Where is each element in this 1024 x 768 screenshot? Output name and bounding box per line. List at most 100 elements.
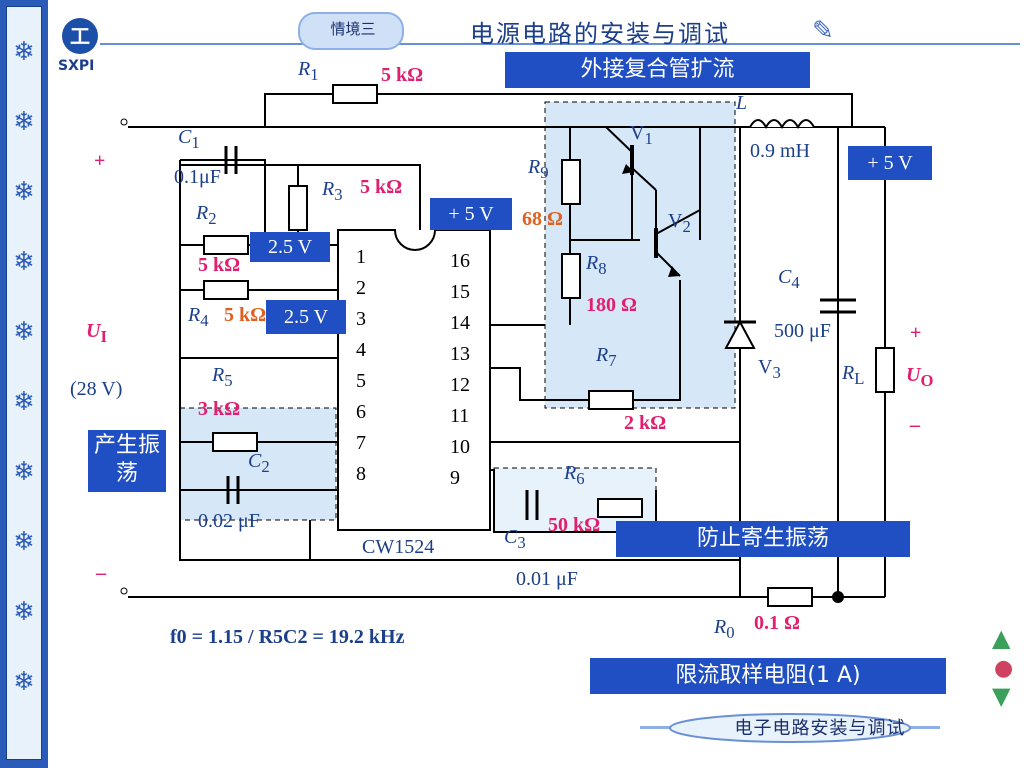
footer-banner — [640, 713, 940, 743]
v3-diode — [724, 319, 756, 349]
inductor-coil — [749, 119, 815, 130]
snowflake-icon: ❄ — [13, 247, 35, 277]
c1-wire — [180, 159, 266, 240]
v1-emitter-lead — [631, 167, 657, 191]
inductor-value: 0.9 mH — [750, 140, 810, 162]
snowflake-icon: ❄ — [13, 527, 35, 557]
c2-label: C2 — [248, 450, 270, 476]
v1-label: V1 — [630, 122, 653, 148]
r2-label: R2 — [196, 202, 217, 228]
r9-value: 68 Ω — [522, 208, 564, 230]
r4-resistor — [203, 280, 249, 300]
rl-label: RL — [842, 362, 865, 388]
r2-resistor — [203, 235, 249, 255]
plus5v-top-box: + 5 V — [430, 198, 512, 230]
c1-label: C1 — [178, 126, 200, 152]
header-divider — [100, 43, 1020, 45]
r4-value: 5 kΩ — [224, 304, 267, 326]
r3-resistor — [288, 185, 308, 231]
footer-label: 电子电路安装与调试 — [734, 718, 906, 739]
v2-emitter-arrow — [668, 266, 680, 277]
ground-terminal — [120, 587, 128, 595]
r1-wire — [264, 93, 853, 127]
input-label: UI — [86, 320, 107, 346]
r6-value: 50 kΩ — [548, 514, 601, 536]
r0-label: R0 — [714, 616, 735, 642]
logo-text: SXPI — [58, 58, 95, 74]
v25-box-a: 2.5 V — [250, 232, 330, 262]
r0-resistor — [767, 587, 813, 607]
input-value: (28 V) — [70, 378, 123, 400]
r5-resistor — [212, 432, 258, 452]
v2-label: V2 — [668, 210, 691, 236]
r1-label: R1 — [298, 58, 319, 84]
v3-label: V3 — [758, 356, 781, 382]
oscillator-region — [179, 407, 337, 521]
snowflake-icon: ❄ — [13, 387, 35, 417]
oscillation-banner: 产生振荡 — [88, 430, 166, 492]
inductor-label: L — [736, 92, 748, 114]
snowflake-icon: ❄ — [13, 457, 35, 487]
r6-label: R6 — [564, 462, 585, 488]
snowflake-icon: ❄ — [13, 37, 35, 67]
nav-up-icon[interactable]: ▲ — [992, 624, 1011, 652]
r1-value: 5 kΩ — [381, 64, 424, 86]
rl-resistor — [875, 347, 895, 393]
pin12-wire — [490, 367, 595, 401]
section-pill — [298, 12, 404, 50]
v1-collector-lead — [605, 126, 633, 153]
sampling-resistor-banner: 限流取样电阻(1 A) — [590, 658, 946, 694]
external-transistor-banner: 外接复合管扩流 — [505, 52, 810, 88]
ground-junction — [832, 591, 844, 603]
r3-value: 5 kΩ — [360, 176, 403, 198]
r7-wire — [625, 280, 681, 401]
r0-value: 0.1 Ω — [754, 612, 801, 634]
r9-resistor — [561, 159, 581, 205]
page-title: 电源电路的安装与调试 — [470, 20, 730, 48]
r3-wire — [180, 164, 421, 230]
v2-collector-lead — [655, 209, 701, 235]
r1-resistor — [332, 84, 378, 104]
pin9-wire — [490, 469, 656, 533]
snowflake-icon: ❄ — [13, 317, 35, 347]
r7-resistor — [588, 390, 634, 410]
r3-label: R3 — [322, 178, 343, 204]
c3-value: 0.01 μF — [516, 568, 578, 590]
frequency-formula: f0 = 1.15 / R5C2 = 19.2 kHz — [170, 626, 405, 648]
c4-label: C4 — [778, 266, 800, 292]
r8-label: R8 — [586, 252, 607, 278]
output-label: UO — [906, 364, 934, 390]
nav-home-icon[interactable]: ● — [994, 656, 1014, 681]
r4-label: R4 — [188, 304, 209, 330]
nav-down-icon[interactable]: ▼ — [992, 682, 1011, 710]
left-bus-wire — [179, 160, 740, 561]
r7-value: 2 kΩ — [624, 412, 667, 434]
snowflake-icon: ❄ — [13, 667, 35, 697]
snowflake-icon: ❄ — [13, 177, 35, 207]
pencil-icon: ✎ — [812, 16, 834, 46]
ic-name: CW1524 — [362, 536, 435, 558]
input-minus-sign: – — [96, 562, 106, 584]
c2-value: 0.02 μF — [198, 510, 260, 532]
snowflake-icon: ❄ — [13, 597, 35, 627]
r7-label: R7 — [596, 344, 617, 370]
output-plus-sign: + — [910, 322, 922, 344]
plus5v-right-box: + 5 V — [848, 146, 932, 180]
r5-value: 3 kΩ — [198, 398, 241, 420]
sidebar-panel: ❄ ❄ ❄ ❄ ❄ ❄ ❄ ❄ ❄ ❄ — [6, 6, 42, 760]
output-minus-sign: – — [910, 414, 920, 436]
r8-resistor — [561, 253, 581, 299]
v25-box-b: 2.5 V — [266, 300, 346, 334]
v1-emitter-arrow — [622, 164, 634, 174]
c4-value: 500 μF — [774, 320, 831, 342]
anti-oscillation-banner: 防止寄生振荡 — [616, 521, 910, 557]
snowflake-icon: ❄ — [13, 107, 35, 137]
school-logo: 工 — [62, 18, 98, 54]
c3-label: C3 — [504, 526, 526, 552]
r9-label: R9 — [528, 156, 549, 182]
cw1524-ic-body — [337, 229, 491, 531]
c1-value: 0.1μF — [174, 166, 221, 188]
